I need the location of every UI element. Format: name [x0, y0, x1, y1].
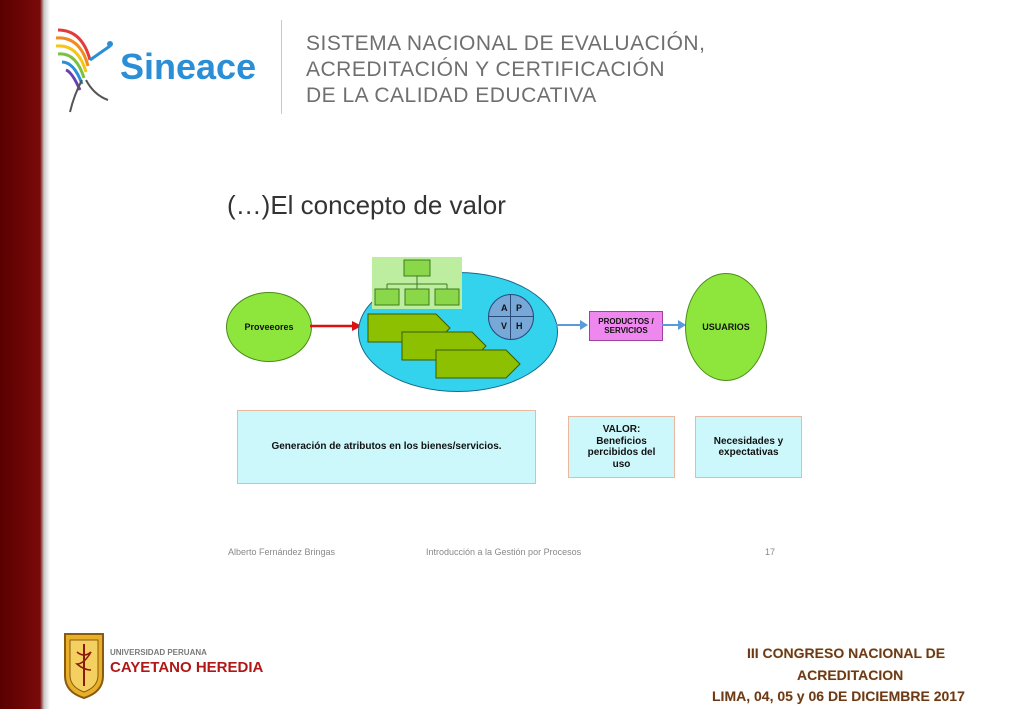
- generacion-label: Generación de atributos en los bienes/se…: [271, 441, 502, 453]
- productos-servicios-box: PRODUCTOS / SERVICIOS: [589, 311, 663, 341]
- necesidades-box: Necesidades y expectativas: [695, 416, 802, 478]
- valor-line-4: uso: [612, 458, 631, 470]
- org-name-line-3: DE LA CALIDAD EDUCATIVA: [306, 84, 597, 107]
- congress-line-1: III CONGRESO NACIONAL DE: [747, 645, 946, 661]
- slide-footer-author: Alberto Fernández Bringas: [228, 547, 336, 557]
- valor-line-3: percibidos del: [587, 447, 656, 458]
- sineace-logo-icon: [55, 28, 113, 113]
- arrow-productos-to-usuarios: [662, 320, 686, 330]
- apvh-circle: A P V H: [488, 294, 534, 340]
- valor-line-1: VALOR:: [602, 424, 641, 435]
- proveedores-label: Proveeores: [244, 321, 294, 332]
- necesidades-line-1: Necesidades y: [713, 435, 784, 447]
- congress-line-3: LIMA, 04, 05 y 06 DE DICIEMBRE 2017: [712, 688, 965, 704]
- org-chart-icon: [374, 259, 460, 306]
- arrow-process-to-productos: [556, 320, 588, 330]
- proveedores-node: Proveeores: [226, 292, 312, 362]
- valor-line-2: Beneficios: [596, 435, 647, 447]
- university-crest-icon: [64, 633, 104, 700]
- quadrant-h: H: [516, 321, 523, 331]
- quadrant-a: A: [501, 303, 508, 313]
- slide-title: (…)El concepto de valor: [227, 190, 506, 220]
- necesidades-line-2: expectativas: [718, 447, 779, 458]
- congress-line-2: ACREDITACION: [797, 667, 904, 683]
- productos-line-2: SERVICIOS: [604, 326, 648, 335]
- arrow-proveedores-to-process: [310, 321, 362, 331]
- slide-footer-course: Introducción a la Gestión por Procesos: [426, 547, 582, 557]
- org-name-line-1: SISTEMA NACIONAL DE EVALUACIÓN,: [306, 32, 706, 55]
- productos-line-1: PRODUCTOS /: [598, 316, 654, 326]
- header-divider: [281, 20, 282, 114]
- quadrant-v: V: [501, 321, 508, 331]
- university-name-line-1: UNIVERSIDAD PERUANA: [110, 648, 207, 657]
- university-name-line-2: CAYETANO HEREDIA: [110, 659, 264, 676]
- org-name-line-2: ACREDITACIÓN Y CERTIFICACIÓN: [306, 58, 665, 81]
- process-step-3: [435, 349, 521, 379]
- usuarios-label: USUARIOS: [702, 321, 750, 332]
- generacion-box: Generación de atributos en los bienes/se…: [237, 410, 536, 484]
- usuarios-node: USUARIOS: [685, 273, 767, 381]
- left-red-sidebar: [0, 0, 50, 709]
- process-chevrons: [367, 313, 521, 379]
- brand-name: Sineace: [120, 46, 257, 87]
- slide-page-number: 17: [765, 547, 776, 557]
- org-chart: [372, 257, 462, 309]
- valor-box: VALOR: Beneficios percibidos del uso: [568, 416, 675, 478]
- quadrant-p: P: [516, 303, 523, 313]
